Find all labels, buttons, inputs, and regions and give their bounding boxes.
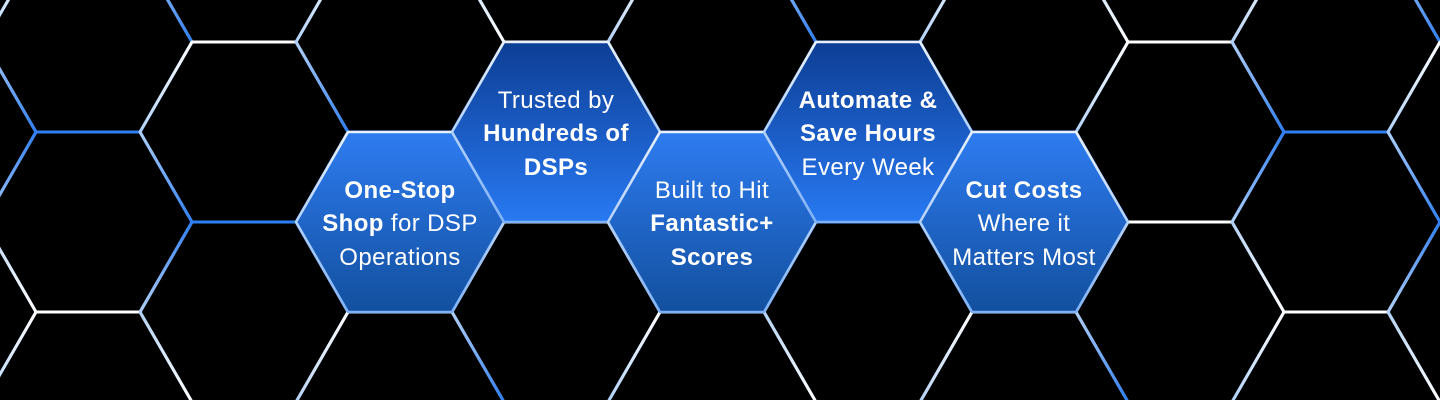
background-hexagon-outline	[1230, 130, 1440, 314]
background-hexagon-outline	[1231, 310, 1440, 400]
background-hexagon-outline	[0, 310, 193, 400]
background-hexagon-outline	[1414, 0, 1440, 44]
feature-hexagons	[294, 40, 1130, 314]
hex-card-shape-cut-costs	[918, 130, 1130, 314]
background-hexagon-outline	[295, 310, 505, 400]
background-hexagon-outline	[0, 246, 38, 378]
background-hexagon-outline	[0, 130, 194, 314]
background-hexagon-outline	[1386, 40, 1440, 224]
background-hexagon-outline	[919, 310, 1129, 400]
background-hexagon-outline	[0, 0, 194, 134]
background-hexagon-outline	[1230, 0, 1440, 134]
background-hexagon-outline	[0, 66, 38, 198]
background-hexagon-outline	[1386, 220, 1440, 400]
background-hexagon-outline	[607, 310, 817, 400]
